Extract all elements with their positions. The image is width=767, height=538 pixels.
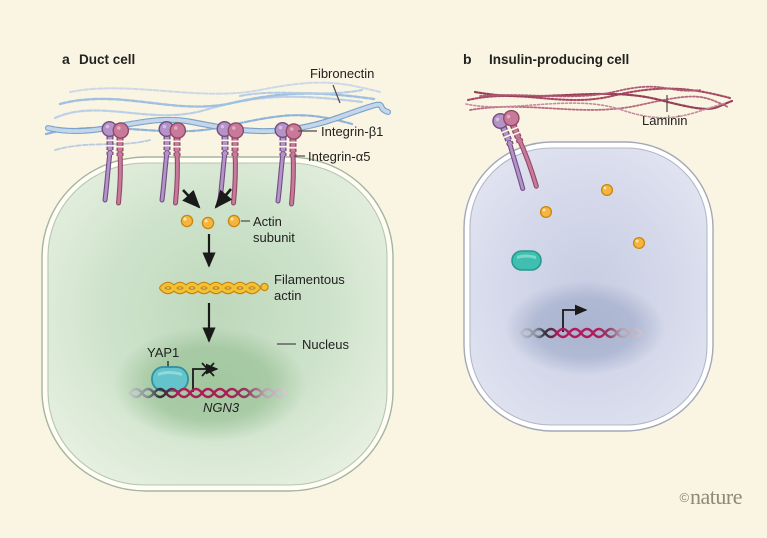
nucleus-label: Nucleus [302,337,349,352]
dna-helix-icon [519,327,643,339]
filamentous-actin-label: Filamentous actin [274,272,345,303]
yap1-label: YAP1 [147,345,180,360]
leader-lines [294,84,341,157]
actin-subunit-label: Actin subunit [253,214,295,245]
filamentous-actin-icon [159,281,269,295]
promoter-arrow-icon [562,304,588,332]
panel-a-title: Duct cell [79,52,136,67]
nature-credit: © nature [652,484,742,510]
integrin-beta1-label: Integrin-β1 [321,124,384,139]
insulin-cell-group [463,85,734,432]
nature-logo: nature [690,484,742,509]
duct-nucleus-shape [113,326,307,442]
signal-arrows-icon [182,188,233,209]
integrin-alpha5-label: Integrin-α5 [308,149,371,164]
fibronectin-fibers-icon [44,81,391,151]
dna-helix-icon [128,387,288,399]
laminin-label: Laminin [642,113,688,128]
actin-subunit-icon [539,183,646,250]
yap1-protein-icon [151,361,189,392]
panel-b-letter: b [463,51,472,67]
duct-cell-group [41,81,394,492]
panel-a-letter: a [62,51,70,67]
copyright-icon: © [679,489,690,505]
laminin-fibers-icon [465,85,734,119]
gene-ngn3-label: NGN3 [203,400,240,415]
fibronectin-label: Fibronectin [310,66,375,81]
panel-b-title: Insulin-producing cell [489,52,630,67]
yap1-protein-icon [511,250,542,271]
blocked-promoter-arrow-icon [192,362,219,392]
insulin-nucleus-shape [505,281,665,375]
actin-subunit-icon [180,214,241,230]
